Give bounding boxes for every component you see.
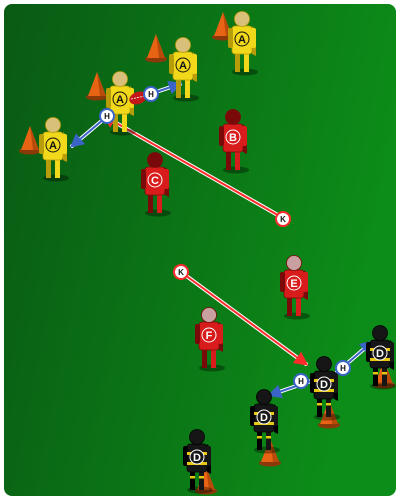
player-label: D xyxy=(193,452,201,464)
kick-arrow xyxy=(179,270,309,366)
player-figure: E xyxy=(280,255,310,320)
kick-marker: K xyxy=(275,211,291,227)
player-label: A xyxy=(116,94,124,106)
marker-label: K xyxy=(178,268,184,277)
player-figure: A xyxy=(228,11,258,76)
marker-label: H xyxy=(298,377,304,386)
ball xyxy=(129,91,147,105)
cones xyxy=(19,12,395,495)
player-label: F xyxy=(206,330,213,342)
player-label: E xyxy=(290,278,297,290)
cone-icon xyxy=(19,126,41,155)
marker-label: K xyxy=(280,215,286,224)
player-label: A xyxy=(179,60,187,72)
marker-label: H xyxy=(148,90,154,99)
player-label: C xyxy=(151,175,159,187)
marker-label: H xyxy=(340,364,346,373)
player-figure: A xyxy=(169,37,199,102)
hand-pass-marker: H xyxy=(293,373,309,389)
player-figure: C xyxy=(141,152,171,217)
player-figure: D xyxy=(250,389,280,454)
player-label: A xyxy=(49,140,57,152)
player-label: D xyxy=(260,412,268,424)
cone-icon xyxy=(145,34,167,63)
hand-pass-marker: H xyxy=(143,86,159,102)
kick-arrow xyxy=(101,114,285,220)
player-figure: B xyxy=(219,109,249,174)
kick-marker: K xyxy=(173,264,189,280)
player-figure: D xyxy=(183,429,213,494)
player-label: B xyxy=(229,132,237,144)
cone-icon xyxy=(86,72,108,101)
player-figure: D xyxy=(310,356,340,421)
football-icon xyxy=(129,91,147,105)
hand-pass-marker: H xyxy=(99,108,115,124)
hand-pass-marker: H xyxy=(335,360,351,376)
players: A A A A B C E F D D D D xyxy=(39,11,396,494)
markers: K K H H H H xyxy=(99,86,351,389)
player-figure: D xyxy=(366,325,396,390)
player-figure: F xyxy=(195,307,225,372)
player-label: D xyxy=(320,379,328,391)
player-figure: A xyxy=(39,117,69,182)
player-label: D xyxy=(376,348,384,360)
marker-label: H xyxy=(104,112,110,121)
player-label: A xyxy=(238,34,246,46)
